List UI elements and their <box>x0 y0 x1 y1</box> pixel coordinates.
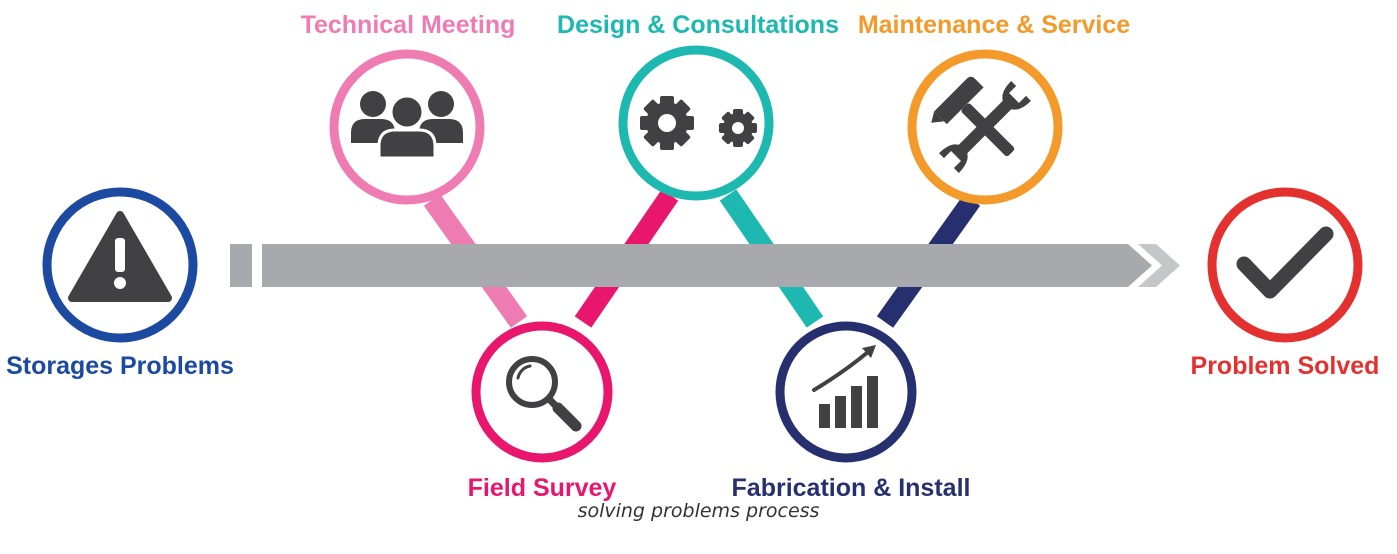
magnifier-icon <box>506 356 582 432</box>
arrow-chevron <box>1138 244 1180 287</box>
label-maintenance-service: Maintenance & Service <box>857 11 1131 39</box>
arrow-body <box>262 244 1152 287</box>
gears-icon <box>640 96 757 150</box>
check-icon <box>1236 226 1334 299</box>
step-technical-meeting <box>329 49 485 205</box>
step-fabrication-install <box>775 321 917 463</box>
label-storages-problems: Storages Problems <box>6 352 234 380</box>
label-technical-meeting: Technical Meeting <box>300 11 516 39</box>
people-group-icon <box>351 91 463 160</box>
step-problem-solved <box>1207 187 1363 343</box>
timeline-arrow <box>230 244 1180 287</box>
diagram-caption: solving problems process <box>577 500 820 522</box>
warning-icon <box>68 211 172 302</box>
arrow-start-block <box>230 244 252 287</box>
step-design-consultations <box>618 45 774 201</box>
label-field-survey: Field Survey <box>467 474 617 502</box>
label-problem-solved: Problem Solved <box>1190 352 1380 380</box>
label-design-consultations: Design & Consultations <box>557 11 839 39</box>
label-fabrication-install: Fabrication & Install <box>731 474 971 502</box>
step-field-survey <box>471 321 613 463</box>
wrench-hammer-icon <box>931 76 1031 173</box>
step-maintenance-service <box>907 49 1063 205</box>
step-storages-problems <box>42 187 198 343</box>
growth-chart-icon <box>812 345 878 428</box>
